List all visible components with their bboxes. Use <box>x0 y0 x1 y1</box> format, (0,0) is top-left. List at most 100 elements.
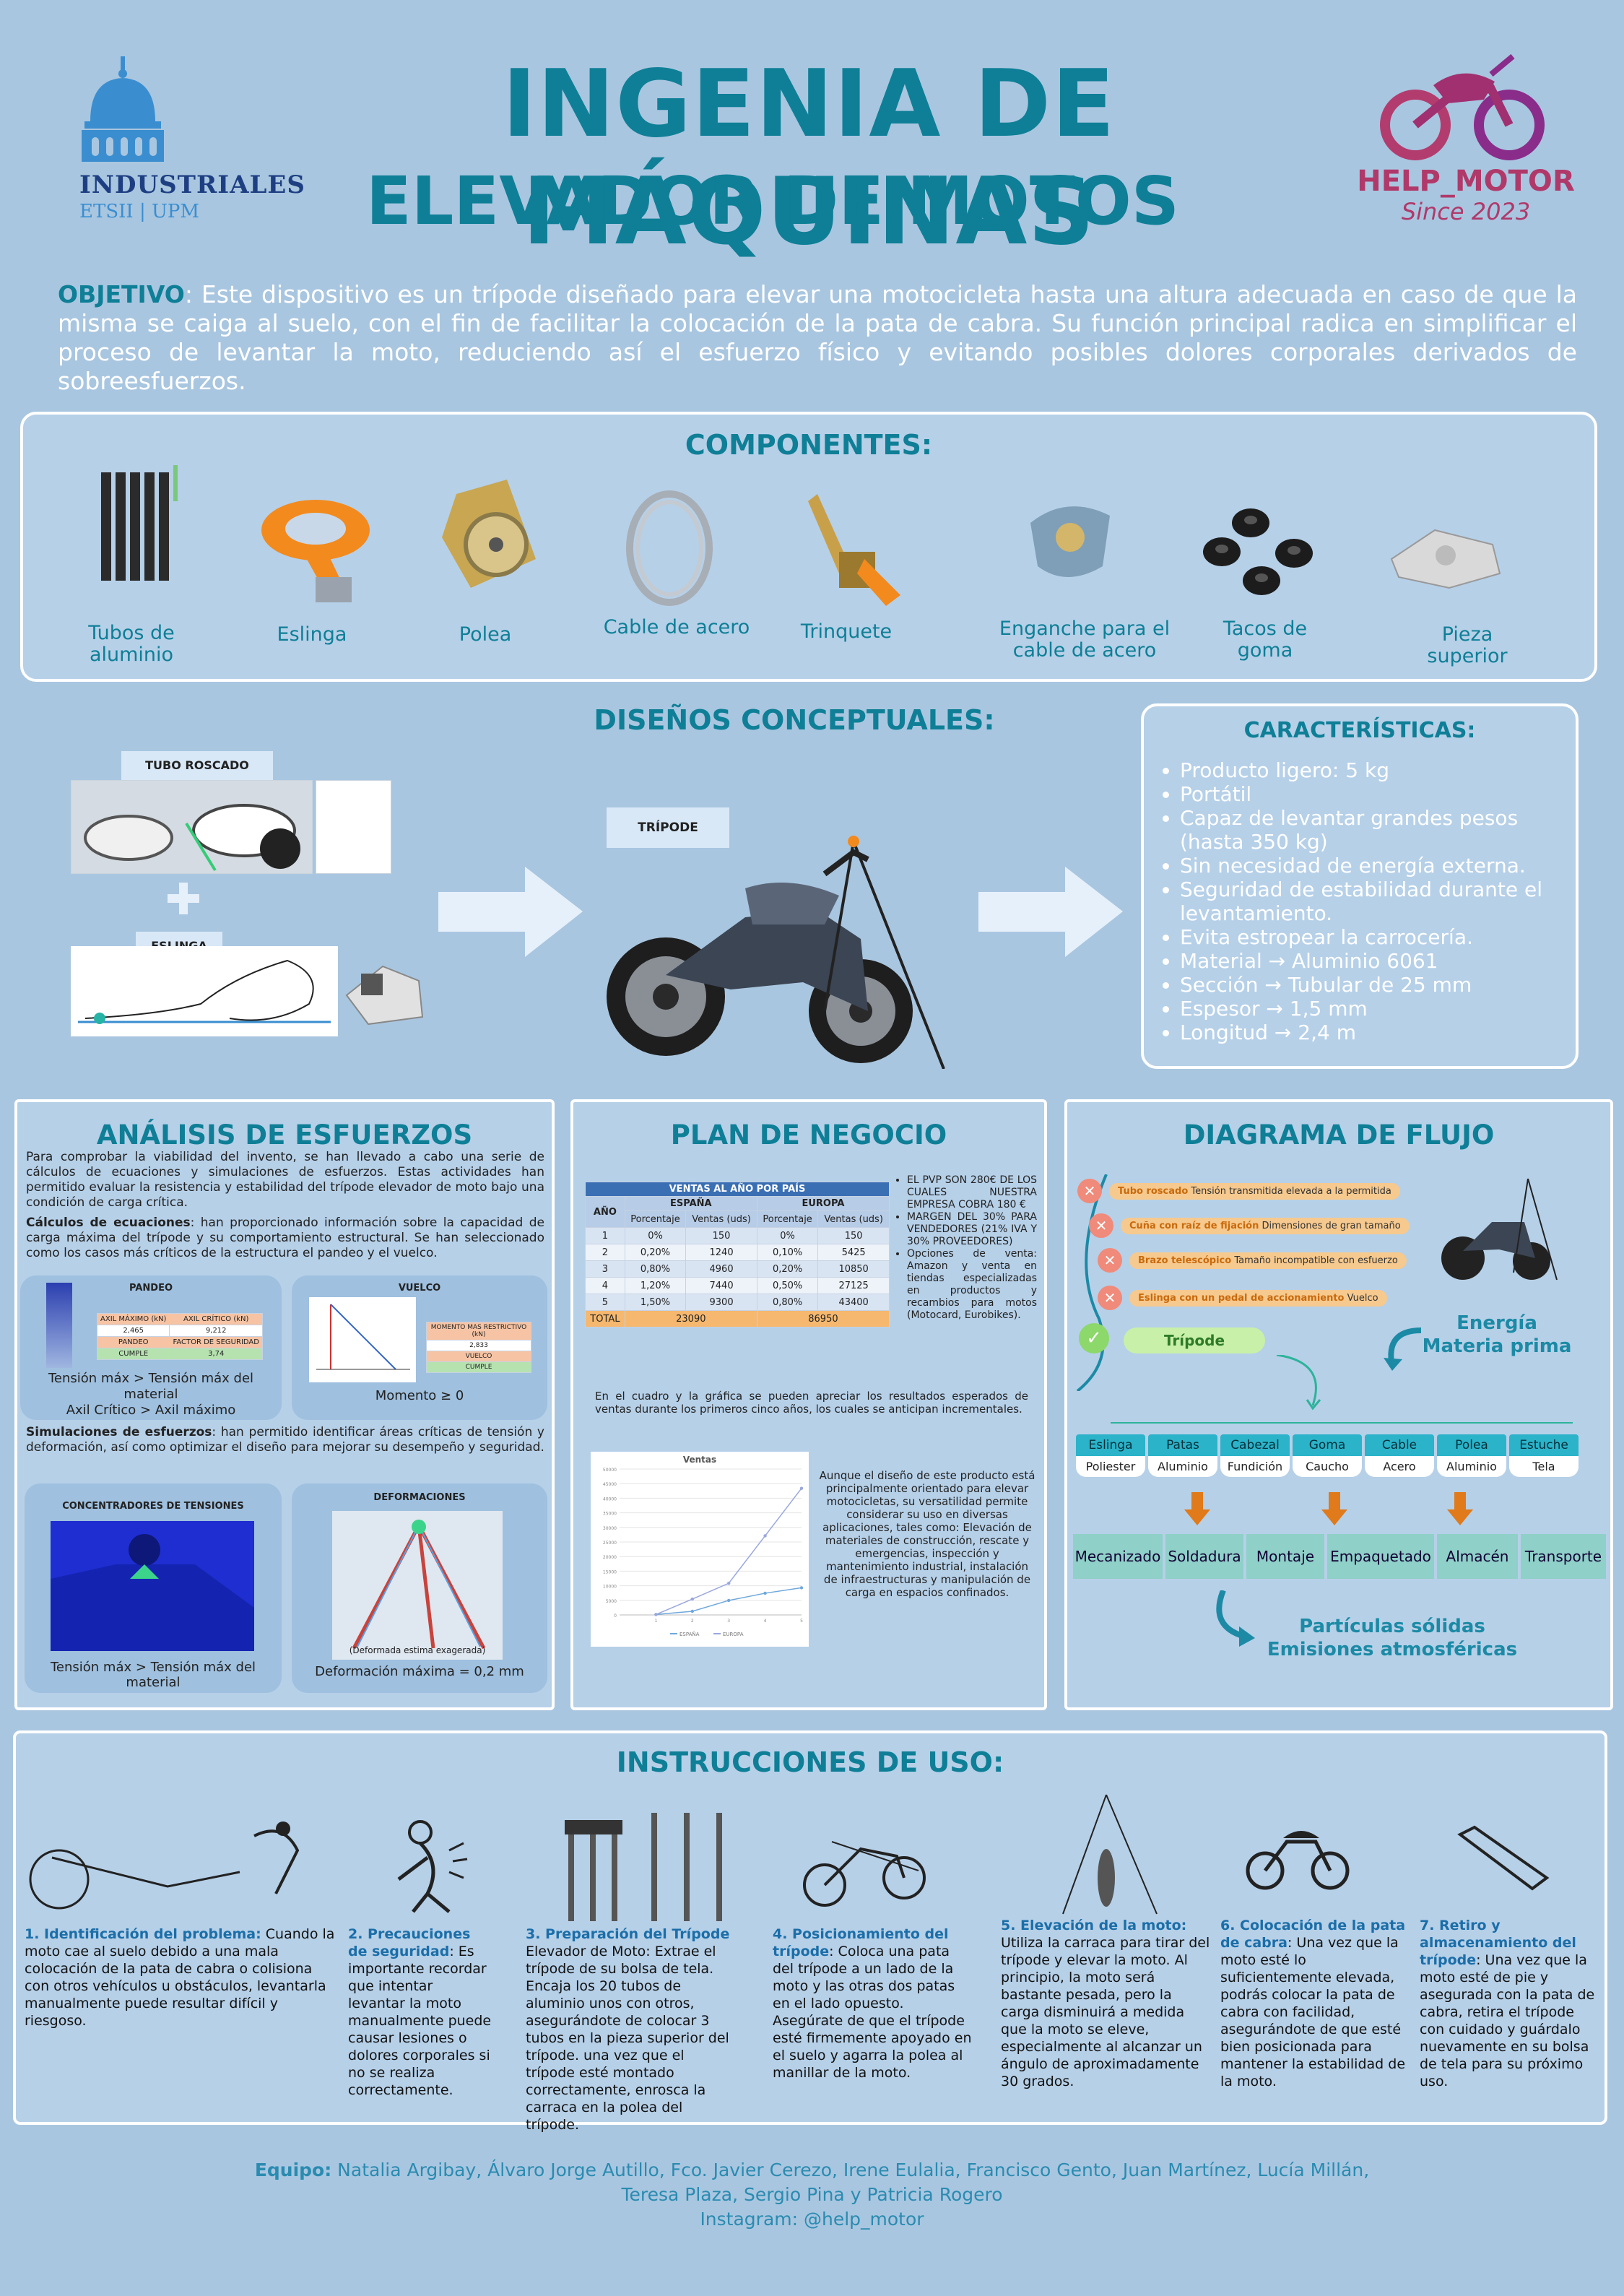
step-head: 6. Colocación de la pata de cabra <box>1220 1918 1406 1951</box>
fallen-motorcycle-image <box>84 804 300 872</box>
tree-connector <box>1111 1355 1573 1424</box>
business-note: En el cuadro y la gráfica se pueden apre… <box>595 1390 1028 1416</box>
logo-left-name: INDUSTRIALES <box>79 170 305 199</box>
concentrators-caption: Tensión máx > Tensión máx del material <box>50 1660 256 1690</box>
material-name: Fundición <box>1220 1456 1290 1477</box>
calc-label: Cálculos de ecuaciones <box>26 1216 191 1230</box>
cell: 9300 <box>685 1294 757 1311</box>
top-piece-icon <box>1390 529 1501 589</box>
pedal-device-image <box>345 965 424 1026</box>
analysis-calc: Cálculos de ecuaciones: han proporcionad… <box>26 1216 544 1261</box>
pandeo-r3b: 3,74 <box>169 1348 263 1360</box>
component-label-strap: Eslinga <box>277 623 347 646</box>
cell: 150 <box>685 1227 757 1244</box>
sales-col-year: AÑO <box>585 1196 625 1228</box>
chart-point <box>799 1586 804 1590</box>
rejected-option: Brazo telescópico Tamaño incompatible co… <box>1129 1252 1407 1269</box>
pandeo-r2b: FACTOR DE SEGURIDAD <box>169 1336 263 1348</box>
step-head: 4. Posicionamiento del trípode <box>773 1926 949 1959</box>
characteristics-panel: CARACTERÍSTICAS: Producto ligero: 5 kg P… <box>1141 703 1579 1069</box>
pandeo-v2: 9,212 <box>169 1325 263 1337</box>
rejected-x-icon: ✕ <box>1098 1248 1122 1273</box>
flow-panel: DIAGRAMA DE FLUJO ✕ Tubo roscado Tensión… <box>1064 1099 1613 1710</box>
sales-col-spain: ESPAÑA <box>624 1196 757 1211</box>
component-label-pulley: Polea <box>459 623 512 646</box>
cell: 5 <box>585 1294 625 1311</box>
footer-team-line2: Teresa Plaza, Sergio Pina y Patricia Rog… <box>621 2184 1003 2205</box>
chart-y-tick-label: 45000 <box>603 1482 617 1487</box>
business-bullet: MARGEN DEL 30% PARA VENDEDORES (21% IVA … <box>907 1211 1037 1248</box>
flow-motorcycle-image <box>1441 1178 1558 1281</box>
vuelco-v: 2,833 <box>426 1340 531 1351</box>
energy-arrow-icon <box>1384 1327 1422 1371</box>
cell: 23090 <box>624 1310 757 1327</box>
cell: 0,20% <box>756 1260 819 1278</box>
material-name: Aluminio <box>1148 1456 1217 1477</box>
vuelco-caption: Momento ≥ 0 <box>375 1388 464 1403</box>
tripod-parts-illustration <box>565 1813 722 1921</box>
component-label-ratchet: Trinquete <box>800 620 893 643</box>
rejected-x-icon: ✕ <box>1098 1286 1122 1310</box>
cell: 10850 <box>817 1260 890 1278</box>
chart-y-tick-label: 15000 <box>603 1569 617 1574</box>
positioning-illustration <box>803 1841 926 1907</box>
step-body: : Una vez que la moto esté de pie y aseg… <box>1420 1952 1595 2089</box>
etsii-dome-icon <box>82 56 164 162</box>
cell: 0% <box>756 1227 819 1244</box>
material-part: Patas <box>1148 1434 1217 1456</box>
vuelco-table: MOMENTO MAS RESTRICTIVO (kN) 2,833 VUELC… <box>426 1322 531 1373</box>
rejected-reason: Vuelco <box>1347 1293 1378 1304</box>
cell: 1240 <box>685 1244 757 1261</box>
fallen-bike-illustration <box>29 1821 300 1910</box>
analysis-title: ANÁLISIS DE ESFUERZOS <box>96 1119 473 1151</box>
char-item: Seguridad de estabilidad durante el leva… <box>1180 878 1564 925</box>
process-step: Empaquetado <box>1327 1534 1434 1579</box>
component-label-tubes: Tubos de aluminio <box>88 622 175 666</box>
rejected-reason: Tamaño incompatible con esfuerzo <box>1234 1255 1398 1266</box>
rejected-name: Brazo telescópico <box>1138 1255 1232 1266</box>
down-arrow-icon <box>1447 1492 1473 1525</box>
business-bullets: EL PVP SON 280€ DE LOS CUALES NUESTRA EM… <box>895 1174 1037 1322</box>
instructions-panel: INSTRUCCIONES DE USO: 1. Identificación … <box>13 1730 1607 2133</box>
chart-x-tick-label: 5 <box>800 1619 803 1624</box>
chart-point <box>690 1609 694 1613</box>
char-item: Capaz de levantar grandes pesos (hasta 3… <box>1180 806 1564 854</box>
chart-x-tick-label: 1 <box>654 1619 657 1624</box>
pandeo-image <box>46 1283 72 1368</box>
material-part: Cabezal <box>1220 1434 1290 1456</box>
page-title: INGENIA DE MÁQUINAS <box>502 51 1116 266</box>
pandeo-h1: AXIL MÁXIMO (kN) <box>96 1313 170 1325</box>
chart-y-tick-label: 25000 <box>603 1541 617 1546</box>
instruction-step-6: 6. Colocación de la pata de cabra: Una v… <box>1220 1917 1415 2090</box>
rejected-name: Eslinga con un pedal de accionamiento <box>1138 1293 1345 1304</box>
designs-title: DISEÑOS CONCEPTUALES: <box>594 704 995 736</box>
sales-table: VENTAS AL AÑO POR PAÍS AÑO ESPAÑA EUROPA… <box>585 1182 890 1327</box>
cable-icon <box>626 490 713 606</box>
chart-point <box>763 1534 767 1538</box>
chart-y-tick-label: 40000 <box>603 1496 617 1502</box>
eslinga-sketch <box>71 946 338 1036</box>
chart-x-tick-label: 2 <box>691 1619 694 1624</box>
instruction-step-5: 5. Elevación de la moto: Utiliza la carr… <box>1001 1917 1210 2090</box>
tubo-roscado-sketch <box>316 780 391 874</box>
chart-point <box>654 1613 658 1616</box>
sales-chart-plot: 0500010000150002000025000300003500040000… <box>603 1468 804 1637</box>
step-head: 5. Elevación de la moto: <box>1001 1918 1187 1933</box>
chart-point <box>799 1486 804 1490</box>
cell: 27125 <box>817 1277 890 1294</box>
logo-left-sub: ETSII | UPM <box>79 201 199 222</box>
motorcycle-tripod-image <box>607 836 945 1069</box>
material-part: Goma <box>1293 1434 1362 1456</box>
material-name: Caucho <box>1293 1456 1362 1477</box>
cell: TOTAL <box>585 1310 625 1327</box>
footer-team-line1: Natalia Argibay, Álvaro Jorge Autillo, F… <box>331 2159 1370 2180</box>
chart-point <box>727 1581 731 1585</box>
down-arrow-icon <box>1321 1492 1347 1525</box>
cell: 150 <box>817 1227 890 1244</box>
analysis-sim: Simulaciones de esfuerzos: han permitido… <box>26 1425 544 1455</box>
